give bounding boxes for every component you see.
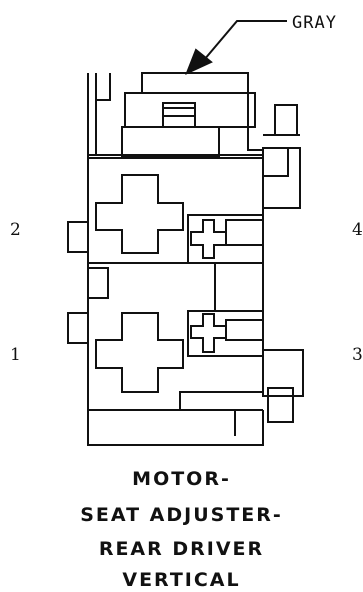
upper-terminal <box>187 214 264 264</box>
caption-line-2: SEAT ADJUSTER- <box>80 504 283 526</box>
pin-label-4: 4 <box>352 220 363 240</box>
connector-latch <box>121 72 256 158</box>
caption-line-4: VERTICAL <box>122 569 241 591</box>
pin-label-3: 3 <box>352 345 363 365</box>
callout-leader <box>185 20 287 75</box>
connector-side-tabs <box>67 221 109 344</box>
pin-label-1: 1 <box>10 345 21 365</box>
color-callout-label: GRAY <box>292 13 337 33</box>
pin-label-2: 2 <box>10 220 21 240</box>
lower-cavity <box>95 312 184 393</box>
middle-block <box>214 262 264 312</box>
caption-line-3: REAR DRIVER <box>98 538 265 560</box>
lower-terminal <box>187 310 264 357</box>
connector-housing <box>87 73 304 446</box>
caption-line-1: MOTOR- <box>132 468 231 490</box>
